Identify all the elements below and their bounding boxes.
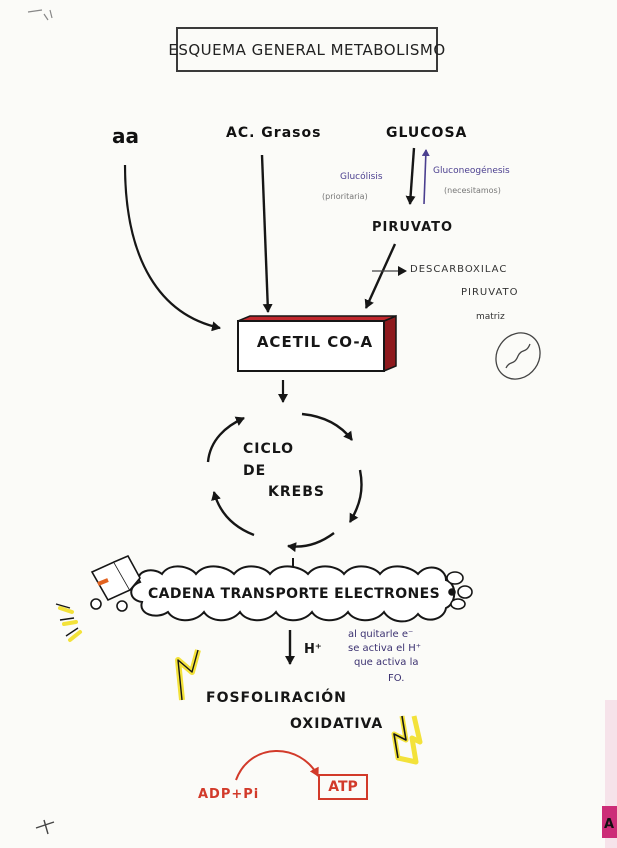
- label-gluconeogenesis-note: (necesitamos): [444, 186, 501, 195]
- side-note-4: FO.: [388, 673, 405, 684]
- side-note-3: que activa la: [354, 657, 419, 668]
- label-glucolisis-note: (prioritaria): [322, 192, 368, 201]
- acetil-coa-box: [237, 314, 397, 373]
- node-fosforilacion: FOSFOLIRACIÓN: [206, 690, 347, 706]
- side-note-1: al quitarle e⁻: [348, 629, 414, 640]
- note-matriz: matriz: [476, 312, 505, 322]
- truck-doodle-icon: [90, 554, 141, 612]
- label-adp-pi: ADP+Pi: [198, 787, 260, 802]
- mitochondria-icon: [495, 332, 541, 380]
- krebs-line-2: DE: [243, 463, 267, 479]
- node-piruvato: PIRUVATO: [372, 220, 454, 235]
- node-acetil-coa: ACETIL CO-A: [256, 333, 374, 351]
- corner-doodle-mark: [27, 9, 53, 21]
- arrow-piruvato-to-acetil: [364, 243, 397, 309]
- arrow-aa-to-acetil: [123, 164, 221, 332]
- cadena-cloud: [130, 565, 456, 623]
- lightning-left-icon: [175, 649, 201, 701]
- page-title: ESQUEMA GENERAL METABOLISMO: [168, 27, 445, 72]
- edge-tab-letter: A: [604, 817, 614, 832]
- krebs-cycle-arrows: [206, 412, 363, 553]
- arrow-piruvato-to-glucosa: [421, 149, 430, 205]
- label-gluconeogenesis: Gluconeogénesis: [433, 166, 510, 176]
- label-glucolisis: Glucólisis: [340, 172, 383, 182]
- node-oxidativa: OXIDATIVA: [290, 716, 384, 732]
- source-acidos-grasos: AC. Grasos: [226, 125, 322, 141]
- lightning-right-icon: [391, 715, 423, 765]
- source-aa: aa: [112, 124, 139, 148]
- arrow-grasos-to-acetil: [260, 154, 273, 313]
- propeller-doodle-icon: [446, 571, 473, 610]
- side-note-2: se activa el H⁺: [348, 643, 421, 654]
- corner-doodle-bottom: [35, 819, 55, 835]
- note-descarboxilacion: DESCARBOXILAC: [410, 264, 508, 275]
- edge-tab-magenta: [602, 806, 617, 838]
- arrow-glucosa-to-piruvato: [405, 147, 416, 205]
- note-piruvato: PIRUVATO: [461, 287, 519, 298]
- arrow-adp-to-atp: [235, 750, 319, 781]
- krebs-line-3: KREBS: [268, 484, 325, 500]
- yellow-motion-lines: [58, 606, 82, 642]
- label-atp: ATP: [318, 774, 368, 800]
- source-glucosa: GLUCOSA: [386, 125, 468, 141]
- krebs-line-1: CICLO: [243, 441, 295, 457]
- node-cadena-transporte: CADENA TRANSPORTE ELECTRONES: [148, 586, 441, 602]
- motion-lines-dark: [55, 603, 79, 637]
- label-h-plus: H⁺: [304, 642, 322, 657]
